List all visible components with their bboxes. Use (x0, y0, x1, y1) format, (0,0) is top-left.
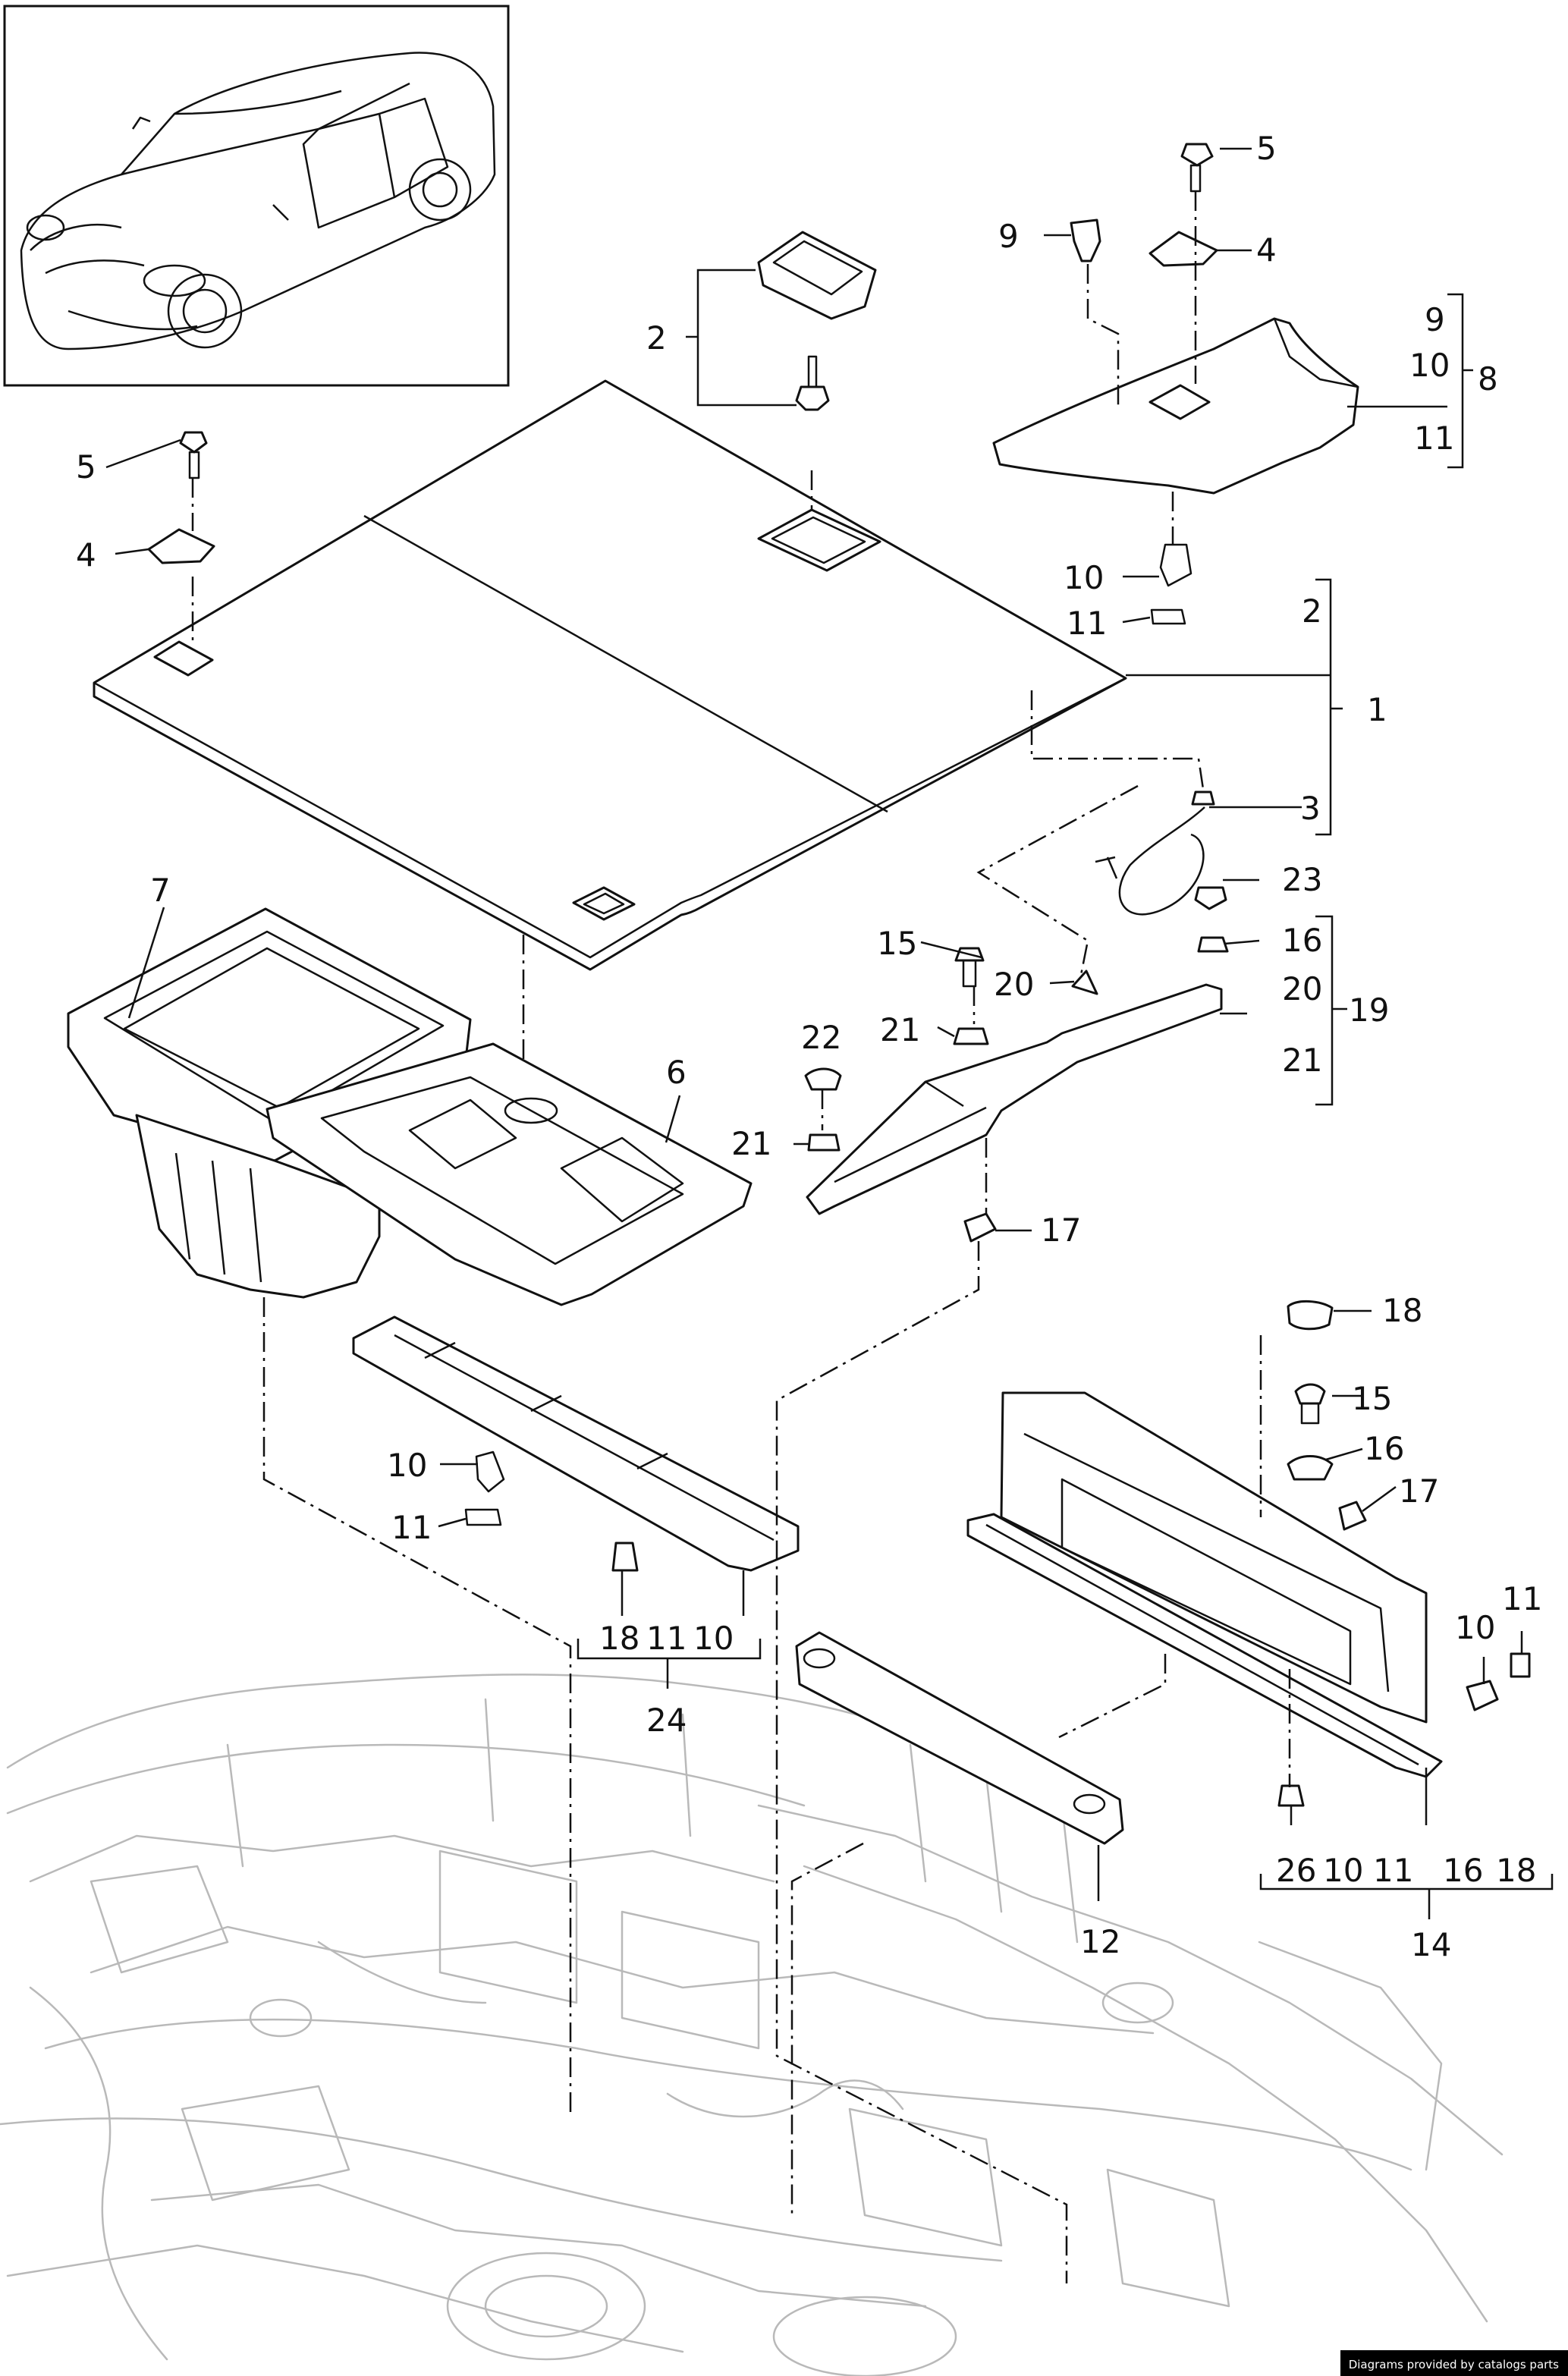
callout-21: 21 (880, 1011, 920, 1048)
callout-10: 10 (1409, 347, 1450, 384)
callout-5: 5 (1256, 130, 1277, 167)
part-side-trim-cover (992, 317, 1359, 625)
callout-11: 11 (1414, 420, 1454, 457)
part-load-floor-panel (93, 379, 1127, 971)
callout-4: 4 (1256, 231, 1277, 269)
part-handle-recess-assembly (757, 231, 877, 411)
callout-14: 14 (1411, 1926, 1451, 1963)
callout-11: 11 (1502, 1580, 1542, 1617)
part-clip-and-screw-left (147, 431, 215, 564)
callout-8: 8 (1478, 360, 1498, 398)
callout-10: 10 (693, 1620, 734, 1657)
callout-7: 7 (150, 872, 171, 909)
callout-10: 10 (1455, 1609, 1495, 1646)
callout-4: 4 (76, 536, 96, 574)
callout-2: 2 (646, 319, 667, 357)
callout-10: 10 (1064, 559, 1104, 596)
part-front-wall-panel (966, 1300, 1531, 1807)
callout-21: 21 (1282, 1042, 1322, 1079)
part-trim-strip (795, 1631, 1124, 1845)
assembly-lines (191, 191, 1291, 2283)
callout-16: 16 (1282, 922, 1322, 959)
callout-5: 5 (76, 448, 96, 486)
callout-18: 18 (1496, 1852, 1536, 1889)
callout-16: 16 (1364, 1430, 1404, 1467)
callout-16: 16 (1443, 1852, 1483, 1889)
part-mounting-rail-right (804, 886, 1229, 1243)
callout-9: 9 (998, 218, 1019, 255)
callout-6: 6 (666, 1054, 687, 1091)
callout-17: 17 (1399, 1472, 1439, 1510)
callout-11: 11 (391, 1509, 432, 1546)
callout-11: 11 (646, 1620, 687, 1657)
callout-1: 1 (1367, 691, 1387, 728)
callout-26: 26 (1276, 1852, 1316, 1889)
part-clip-and-screw-right (1070, 143, 1218, 267)
callout-20: 20 (1282, 970, 1322, 1007)
callout-labels: 5 9 4 9 10 8 11 2 5 4 10 11 2 1 3 23 7 1… (76, 130, 1542, 1963)
part-mounting-rail-left (352, 1315, 800, 1572)
callout-11: 11 (1067, 605, 1107, 642)
background-vehicle-chassis (0, 1674, 1504, 2376)
callout-18: 18 (1382, 1292, 1422, 1329)
attribution-badge: Diagrams provided by catalogs parts (1340, 2350, 1568, 2376)
callout-2: 2 (1302, 592, 1322, 630)
callout-18: 18 (599, 1620, 639, 1657)
thumbnail-frame (3, 5, 510, 387)
part-release-cable (1095, 790, 1215, 916)
callout-15: 15 (877, 925, 917, 962)
callout-12: 12 (1080, 1923, 1120, 1960)
callout-3: 3 (1300, 790, 1321, 827)
callout-15: 15 (1352, 1380, 1392, 1417)
vehicle-thumbnail (3, 5, 510, 387)
callout-23: 23 (1282, 861, 1322, 898)
leaders-and-brackets (105, 147, 1554, 1919)
callout-10: 10 (1323, 1852, 1363, 1889)
callout-20: 20 (994, 966, 1034, 1003)
callout-11: 11 (1373, 1852, 1413, 1889)
callout-17: 17 (1041, 1212, 1081, 1249)
callout-19: 19 (1349, 992, 1389, 1029)
part-storage-tray-shallow (266, 1042, 753, 1306)
callout-24: 24 (646, 1702, 687, 1739)
callout-22: 22 (801, 1019, 841, 1056)
attribution-text: Diagrams provided by catalogs parts (1348, 2358, 1559, 2371)
callout-10: 10 (387, 1447, 427, 1484)
callout-9: 9 (1425, 301, 1445, 338)
callout-21: 21 (731, 1125, 771, 1162)
